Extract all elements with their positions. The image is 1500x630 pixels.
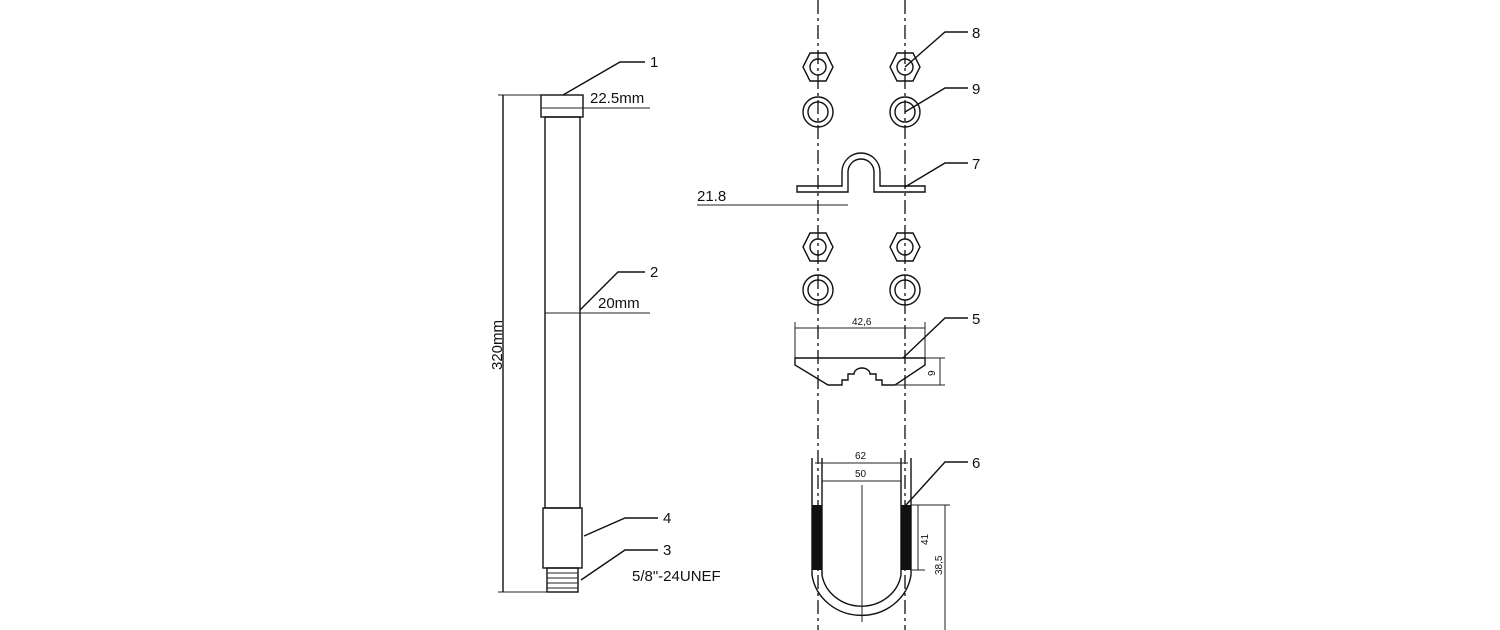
callout-5: 5 [972,311,980,328]
antenna-base [542,507,583,569]
antenna-cap [540,94,584,118]
tube-diameter-label: 20mm [598,295,640,312]
clamp [794,357,926,386]
callout-9: 9 [972,81,980,98]
bracket [796,152,926,193]
length-label: 320mm [489,320,506,370]
length-dimension: 320mm [489,94,547,593]
leg-length-label: 38,5 [934,555,945,575]
ubolt-outer-label: 62 [855,451,867,462]
bracket-offset-label: 21.8 [697,188,726,205]
clamp-height-label: 9 [927,370,938,376]
callout-4: 4 [663,510,671,527]
callout-1: 1 [650,54,658,71]
callout-3: 3 [663,542,671,559]
callout-8: 8 [972,25,980,42]
ubolt-inner-label: 50 [855,469,867,480]
thread-length-label: 41 [920,533,931,545]
connector-thread-label: 5/8"-24UNEF [632,568,721,585]
callout-2: 2 [650,264,658,281]
callout-6: 6 [972,455,980,472]
callout-7: 7 [972,156,980,173]
antenna [540,94,584,593]
antenna-connector [546,567,579,593]
clamp-width-label: 42,6 [852,317,872,328]
cap-diameter-label: 22.5mm [590,90,644,107]
nuts-washers [802,52,921,306]
